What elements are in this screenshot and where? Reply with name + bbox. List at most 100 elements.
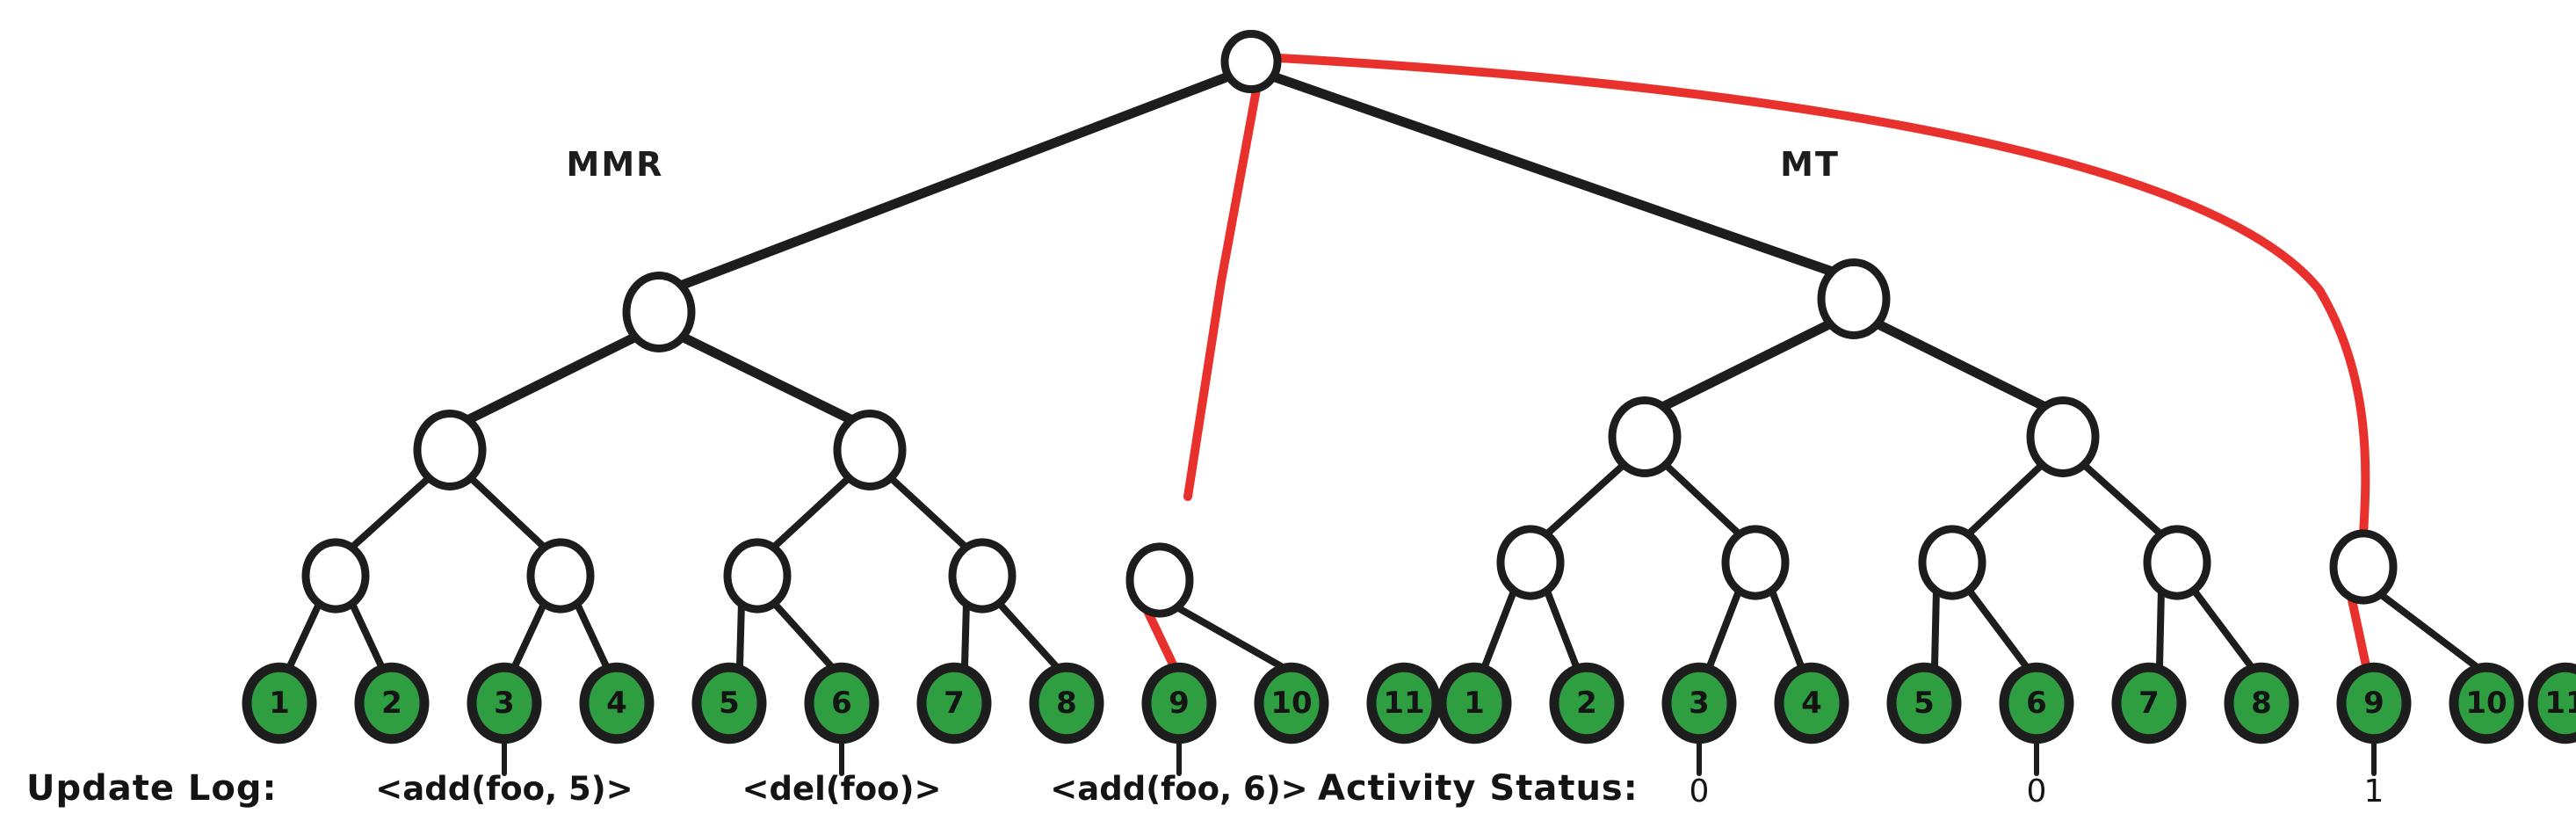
highlighted-proof-path-root-to-left-leaf	[1183, 85, 1261, 501]
internal-node-mt-l2a	[1608, 396, 1682, 477]
mt-leaf-node-6	[1999, 662, 2074, 744]
mt-leaf-node-2	[1549, 662, 1624, 744]
leaf-node-2	[354, 662, 430, 744]
mt-leaf-node-8	[2224, 662, 2299, 744]
leaf-label-8: 8	[1056, 686, 1077, 721]
edge-mmr-l3d-leaf8	[995, 599, 1060, 670]
edge-mt-l2a-mt-l3b	[1661, 460, 1745, 540]
leaf-label-11: 11	[1383, 686, 1424, 721]
edge-mmr-l3a-leaf1	[286, 599, 323, 670]
edge-mmr-l3b-leaf3	[511, 599, 548, 670]
edge-mmr-l1-l2b	[673, 330, 861, 427]
update-log-entry-0: <add(foo, 5)>	[375, 770, 633, 808]
internal-node-mmr-l3c	[723, 538, 792, 614]
activity-status-value-1: 0	[2027, 773, 2047, 810]
edge-mt-l3b-leaf3	[1706, 585, 1743, 670]
leaf-label-7: 7	[944, 686, 965, 721]
internal-node-mt-l3a	[1496, 525, 1565, 600]
edge-mmr-l3c-leaf6	[770, 599, 835, 670]
internal-node-mmr-l2b	[833, 410, 907, 490]
leaf-label-3: 3	[494, 686, 515, 721]
root-node	[1220, 30, 1282, 93]
leaf-node-8	[1029, 662, 1104, 744]
left-tree-internal-nodes	[301, 30, 1282, 618]
update-log-entries: <add(foo, 5)> <del(foo)> <add(foo, 6)>	[375, 770, 1307, 808]
internal-node-mmr-l3b	[526, 538, 595, 614]
internal-node-mmr-l2a	[413, 410, 487, 490]
internal-node-mt-l3d	[2143, 525, 2211, 600]
leaf-node-3	[467, 662, 542, 744]
edge-mmr-l2a-mmr-l3a	[346, 473, 434, 553]
internal-node-mmr-l3a	[301, 538, 370, 614]
highlighted-proof-path-node-to-right-leaf9	[2347, 592, 2371, 674]
edge-mmr-l2b-mmr-l3c	[768, 473, 854, 553]
edge-mmr-l1-l2a	[459, 330, 645, 427]
update-log-caption: Update Log:	[26, 768, 278, 809]
mt-leaf-node-3	[1661, 662, 1737, 744]
mt-leaf-node-7	[2111, 662, 2187, 744]
mt-leaf-label-5: 5	[1914, 686, 1935, 721]
leaf-label-4: 4	[606, 686, 627, 721]
edge-mmr-l3b-leaf4	[573, 599, 610, 670]
edge-mt-l2b-mt-l3d	[2079, 460, 2167, 540]
leaf-node-1	[242, 662, 317, 744]
leaf-label-10: 10	[1270, 686, 1312, 721]
leaf-node-9	[1141, 662, 1217, 744]
update-log-entry-1: <del(foo)>	[742, 770, 941, 808]
mt-leaf-label-6: 6	[2026, 686, 2047, 721]
leaf-label-9: 9	[1169, 686, 1190, 721]
leaf-node-4	[579, 662, 655, 744]
diagram-text-labels: MMR MT Update Log: Activity Status:	[26, 145, 1840, 809]
edge-mt-l2b-mt-l3c	[1963, 460, 2047, 540]
internal-node-mmr-l3e	[1125, 542, 1194, 618]
activity-status-value-2: 1	[2364, 773, 2384, 810]
edge-mmr-l3e-leaf10	[1172, 603, 1284, 670]
right-tree-internal-nodes	[1496, 258, 2398, 605]
internal-node-mt-l3e	[2329, 529, 2398, 605]
mt-leaf-label-1: 1	[1464, 686, 1485, 721]
leaf-label-2: 2	[381, 686, 402, 721]
edge-mt-l3a-leaf1	[1481, 585, 1518, 670]
edge-mt-l3c-leaf6	[1965, 585, 2030, 670]
mt-leaf-label-8: 8	[2251, 686, 2272, 721]
mt-leaf-node-1	[1436, 662, 1512, 744]
leaf-node-7	[916, 662, 992, 744]
mt-leaf-node-4	[1774, 662, 1849, 744]
mt-leaf-label-10: 10	[2465, 686, 2507, 721]
edge-mt-l3e-leaf10	[2376, 590, 2479, 670]
mt-leaf-label-3: 3	[1689, 686, 1710, 721]
leaf-label-5: 5	[719, 686, 740, 721]
internal-node-mt-l3c	[1918, 525, 1986, 600]
mt-leaf-label-11: 11	[2544, 686, 2576, 721]
activity-status-value-0: 0	[1690, 773, 1710, 810]
mt-leaf-node-11	[2528, 662, 2576, 744]
leaf-node-10	[1254, 662, 1329, 744]
update-log-entry-2: <add(foo, 6)>	[1050, 770, 1307, 808]
edge-mt-l3a-leaf2	[1543, 585, 1580, 670]
edge-mt-l3d-leaf7	[2156, 585, 2165, 670]
mt-leaf-label-7: 7	[2138, 686, 2160, 721]
right-tree-label: MT	[1780, 145, 1840, 184]
annotation-tick-marks	[502, 736, 2377, 776]
red-highlight-edges	[1142, 54, 2371, 674]
mt-leaf-node-10	[2449, 662, 2524, 744]
edge-mmr-l2b-mmr-l3d	[886, 473, 972, 553]
internal-node-mt-l3b	[1721, 525, 1790, 600]
edge-root-to-mmr	[666, 69, 1241, 294]
left-tree-edges	[286, 69, 1284, 670]
highlighted-proof-path-node-to-left-leaf9	[1142, 605, 1179, 672]
internal-node-mmr-l3d	[948, 538, 1017, 614]
edge-mt-l3c-leaf5	[1931, 585, 1940, 670]
highlighted-proof-path-root-to-right-subtree	[1275, 54, 2370, 539]
mt-leaf-label-4: 4	[1801, 686, 1822, 721]
internal-node-mt-l2b	[2026, 396, 2100, 477]
edge-mt-l2a-mt-l3a	[1541, 460, 1629, 540]
edge-mmr-l3c-leaf5	[736, 599, 745, 670]
leaf-node-11	[1366, 662, 1442, 744]
leaf-label-1: 1	[269, 686, 290, 721]
internal-node-mmr-l1	[622, 272, 696, 352]
left-tree-label: MMR	[567, 145, 664, 184]
right-tree-edges	[1265, 70, 2479, 670]
